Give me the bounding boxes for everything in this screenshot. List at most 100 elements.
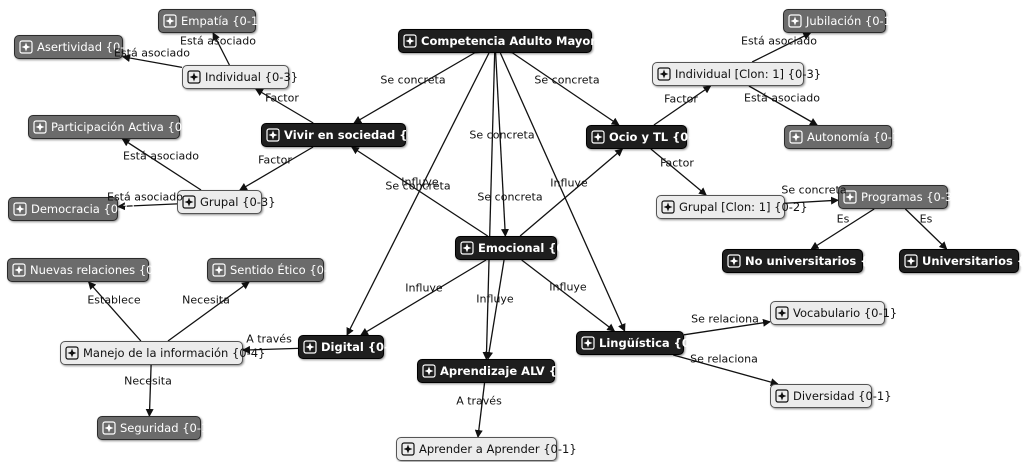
edge-competencia-ocio xyxy=(504,45,620,126)
node-individual-clon[interactable]: Individual [Clon: 1] {0-3} xyxy=(652,62,821,86)
cross-sparkle-icon xyxy=(591,130,605,144)
edge-emocional-digital xyxy=(360,259,487,336)
edge-ocio-individual_clon xyxy=(653,85,712,126)
edge-label: Está asociado xyxy=(114,46,190,60)
node-ocio-y-tl[interactable]: Ocio y TL {0-4} xyxy=(586,125,709,149)
node-competencia-adulto-mayor[interactable]: Competencia Adulto Mayor {0-6} xyxy=(398,29,637,53)
edge-label: Influye xyxy=(476,292,514,306)
cross-sparkle-icon xyxy=(657,67,671,81)
edge-label: Factor xyxy=(258,153,292,167)
edge-emocional-vivir xyxy=(350,146,489,237)
edge-manejo-seguridad xyxy=(145,364,154,417)
cross-sparkle-icon xyxy=(581,336,595,350)
node-empatia[interactable]: Empatía {0-1} xyxy=(158,9,266,33)
node-sentido-etico[interactable]: Sentido Ético {0-1} xyxy=(207,258,343,282)
edge-label: Se relaciona xyxy=(690,352,758,366)
edge-linguistica-diversidad xyxy=(673,354,779,386)
edge-aprendizaje-aprender xyxy=(474,382,486,438)
edge-label: Factor xyxy=(660,156,694,170)
edge-label: Está asociado xyxy=(107,190,183,204)
node-label: Asertividad {0-1} xyxy=(37,40,140,54)
node-label: Ocio y TL {0-4} xyxy=(609,130,710,144)
node-diversidad[interactable]: Diversidad {0-1} xyxy=(770,384,892,408)
cross-sparkle-icon xyxy=(422,364,436,378)
edge-vivir-individual xyxy=(254,88,314,124)
node-nuevas-relaciones[interactable]: Nuevas relaciones {0-1} xyxy=(7,258,172,282)
node-label: Individual [Clon: 1] {0-3} xyxy=(675,67,822,81)
node-label: Competencia Adulto Mayor {0-6} xyxy=(421,34,638,48)
cross-sparkle-icon xyxy=(102,421,116,435)
cross-sparkle-icon xyxy=(727,254,741,268)
cross-sparkle-icon xyxy=(775,306,789,320)
edge-emocional-ocio xyxy=(519,148,624,237)
node-label: Jubilación {0-1} xyxy=(806,14,899,28)
node-vivir-en-sociedad[interactable]: Vivir en sociedad {0-4} xyxy=(261,123,436,147)
node-label: Manejo de la información {0-4} xyxy=(83,346,266,360)
node-programas[interactable]: Programas {0-3} xyxy=(838,185,960,209)
edge-competencia-digital xyxy=(346,52,490,336)
edge-label: Está asociado xyxy=(123,149,199,163)
cross-sparkle-icon xyxy=(12,263,26,277)
edge-label: Establece xyxy=(87,293,141,307)
node-label: Emocional {0-6} xyxy=(478,241,586,255)
node-label: Universitarios {0-1} xyxy=(922,254,1029,268)
cross-sparkle-icon xyxy=(65,346,79,360)
edge-label: Se concreta xyxy=(781,183,847,197)
edge-emocional-linguistica xyxy=(521,259,616,332)
node-label: Grupal [Clon: 1] {0-2} xyxy=(679,200,808,214)
node-autonomia[interactable]: Autonomía {0-1} xyxy=(784,125,907,149)
cross-sparkle-icon xyxy=(403,34,417,48)
node-grupal-clon[interactable]: Grupal [Clon: 1] {0-2} xyxy=(656,195,808,219)
node-digital[interactable]: Digital {0-3} xyxy=(298,335,405,359)
node-label: Aprender a Aprender {0-1} xyxy=(419,442,577,456)
node-democracia[interactable]: Democracia {0-1} xyxy=(8,197,137,221)
node-linguistica[interactable]: Lingüística {0-4} xyxy=(576,331,711,355)
edge-individual_clon-autonomia xyxy=(748,85,818,126)
node-label: Participación Activa {0-1} xyxy=(51,120,201,134)
node-emocional[interactable]: Emocional {0-6} xyxy=(455,236,585,260)
node-universitarios[interactable]: Universitarios {0-1} xyxy=(899,249,1029,273)
edge-label: A través xyxy=(456,394,502,408)
node-label: Individual {0-3} xyxy=(205,70,299,84)
node-label: Grupal {0-3} xyxy=(200,195,276,209)
node-label: Diversidad {0-1} xyxy=(793,389,892,403)
cross-sparkle-icon xyxy=(163,14,177,28)
cross-sparkle-icon xyxy=(904,254,918,268)
node-label: Autonomía {0-1} xyxy=(807,130,907,144)
cross-sparkle-icon xyxy=(266,128,280,142)
edge-ocio-grupal_clon xyxy=(650,148,707,196)
edge-label: Se concreta xyxy=(477,190,543,204)
edge-grupal_clon-programas xyxy=(784,196,839,205)
edge-label: Se concreta xyxy=(380,73,446,87)
edge-label: Se relaciona xyxy=(691,312,759,326)
node-seguridad[interactable]: Seguridad {0-1} xyxy=(97,416,216,440)
edge-programas-no_universitarios xyxy=(810,208,875,250)
node-jubilacion[interactable]: Jubilación {0-1} xyxy=(783,9,898,33)
edge-label: Influye xyxy=(405,281,443,295)
edge-label: Se concreta xyxy=(534,73,600,87)
edge-label: Se concreta xyxy=(469,128,535,142)
node-label: Democracia {0-1} xyxy=(31,202,137,216)
node-aprender-a-aprender[interactable]: Aprender a Aprender {0-1} xyxy=(396,437,577,461)
edge-individual-empatia xyxy=(212,32,230,66)
node-aprendizaje-alv[interactable]: Aprendizaje ALV {0-3} xyxy=(417,359,586,383)
edge-label: A través xyxy=(246,332,292,346)
cross-sparkle-icon xyxy=(33,120,47,134)
node-individual[interactable]: Individual {0-3} xyxy=(182,65,298,89)
edge-competencia-linguistica xyxy=(499,52,626,332)
node-manejo-de-la-informacion[interactable]: Manejo de la información {0-4} xyxy=(60,341,265,365)
node-label: Aprendizaje ALV {0-3} xyxy=(440,364,586,378)
node-vocabulario[interactable]: Vocabulario {0-1} xyxy=(770,301,897,325)
node-participacion-activa[interactable]: Participación Activa {0-1} xyxy=(28,115,201,139)
edge-label: Es xyxy=(919,212,933,226)
edge-individual_clon-jubilacion xyxy=(751,32,812,63)
node-grupal[interactable]: Grupal {0-3} xyxy=(177,190,276,214)
cross-sparkle-icon xyxy=(212,263,226,277)
node-label: Digital {0-3} xyxy=(321,340,406,354)
node-no-universitarios[interactable]: No universitarios {0-1} xyxy=(722,249,897,273)
node-asertividad[interactable]: Asertividad {0-1} xyxy=(14,35,139,59)
node-label: Vocabulario {0-1} xyxy=(793,306,898,320)
edge-digital-manejo xyxy=(242,345,299,354)
edge-competencia-emocional xyxy=(494,52,509,237)
